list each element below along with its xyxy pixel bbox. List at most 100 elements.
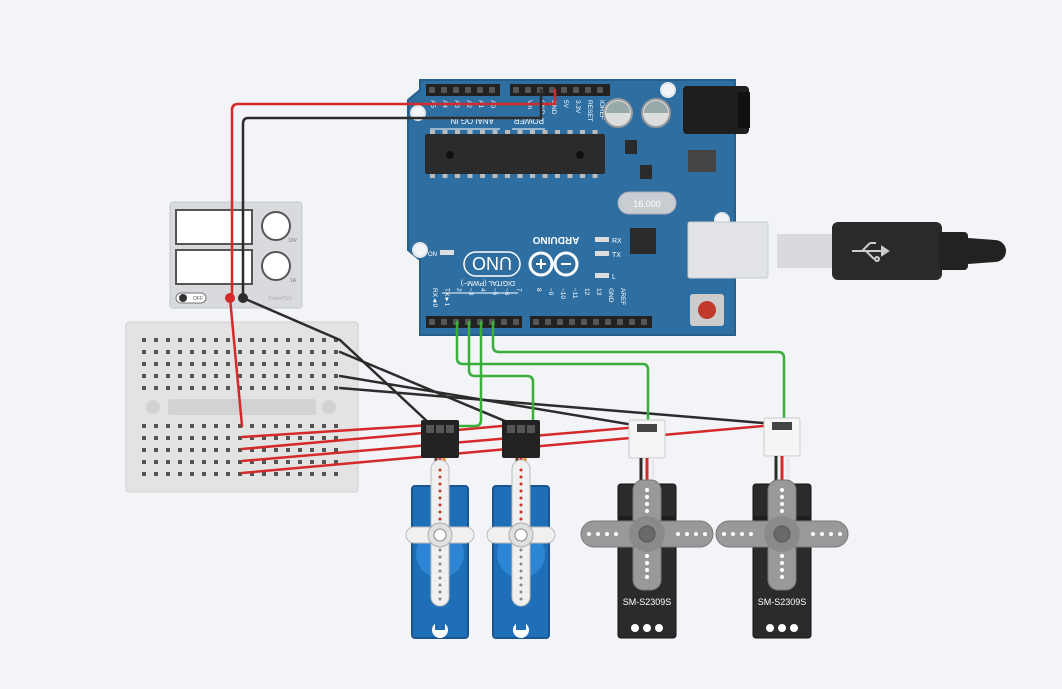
breadboard-hole[interactable] bbox=[226, 460, 230, 464]
breadboard-hole[interactable] bbox=[238, 436, 242, 440]
breadboard-hole[interactable] bbox=[250, 424, 254, 428]
breadboard-hole[interactable] bbox=[202, 386, 206, 390]
header-pin[interactable] bbox=[453, 87, 459, 93]
breadboard-hole[interactable] bbox=[178, 386, 182, 390]
breadboard-hole[interactable] bbox=[286, 386, 290, 390]
breadboard-hole[interactable] bbox=[262, 374, 266, 378]
breadboard-hole[interactable] bbox=[190, 448, 194, 452]
breadboard-hole[interactable] bbox=[190, 362, 194, 366]
breadboard-hole[interactable] bbox=[226, 362, 230, 366]
breadboard-hole[interactable] bbox=[142, 362, 146, 366]
header-pin[interactable] bbox=[429, 319, 435, 325]
breadboard-hole[interactable] bbox=[334, 436, 338, 440]
breadboard-hole[interactable] bbox=[334, 424, 338, 428]
breadboard-hole[interactable] bbox=[322, 374, 326, 378]
power-supply[interactable]: 10V 1A OFF TinkerPSU bbox=[169, 201, 303, 309]
breadboard-hole[interactable] bbox=[178, 424, 182, 428]
breadboard-hole[interactable] bbox=[274, 386, 278, 390]
servo-motor[interactable]: SM-S2309S bbox=[580, 419, 714, 639]
breadboard-hole[interactable] bbox=[238, 448, 242, 452]
breadboard-hole[interactable] bbox=[214, 386, 218, 390]
breadboard-hole[interactable] bbox=[238, 472, 242, 476]
breadboard-hole[interactable] bbox=[166, 472, 170, 476]
supply-negative-terminal[interactable] bbox=[238, 293, 248, 303]
breadboard-hole[interactable] bbox=[214, 362, 218, 366]
header-pin[interactable] bbox=[549, 87, 555, 93]
breadboard-hole[interactable] bbox=[214, 338, 218, 342]
breadboard-hole[interactable] bbox=[310, 374, 314, 378]
header-pin[interactable] bbox=[513, 319, 519, 325]
breadboard-hole[interactable] bbox=[310, 338, 314, 342]
breadboard-hole[interactable] bbox=[310, 460, 314, 464]
header-pin[interactable] bbox=[581, 319, 587, 325]
breadboard-hole[interactable] bbox=[166, 374, 170, 378]
breadboard-hole[interactable] bbox=[262, 424, 266, 428]
breadboard-hole[interactable] bbox=[142, 472, 146, 476]
breadboard-hole[interactable] bbox=[190, 350, 194, 354]
header-pin[interactable] bbox=[605, 319, 611, 325]
breadboard-hole[interactable] bbox=[262, 386, 266, 390]
servo2-signal-wire[interactable] bbox=[467, 320, 535, 426]
breadboard-hole[interactable] bbox=[298, 386, 302, 390]
breadboard-hole[interactable] bbox=[214, 374, 218, 378]
header-pin[interactable] bbox=[429, 87, 435, 93]
header-pin[interactable] bbox=[545, 319, 551, 325]
breadboard-hole[interactable] bbox=[166, 436, 170, 440]
breadboard-hole[interactable] bbox=[286, 472, 290, 476]
header-pin[interactable] bbox=[597, 87, 603, 93]
header-pin[interactable] bbox=[593, 319, 599, 325]
breadboard-hole[interactable] bbox=[154, 350, 158, 354]
breadboard-hole[interactable] bbox=[286, 460, 290, 464]
breadboard-hole[interactable] bbox=[166, 460, 170, 464]
header-pin[interactable] bbox=[441, 87, 447, 93]
breadboard-hole[interactable] bbox=[214, 350, 218, 354]
breadboard-hole[interactable] bbox=[310, 386, 314, 390]
breadboard-hole[interactable] bbox=[166, 362, 170, 366]
breadboard-hole[interactable] bbox=[286, 338, 290, 342]
breadboard-hole[interactable] bbox=[262, 362, 266, 366]
breadboard-hole[interactable] bbox=[310, 350, 314, 354]
breadboard-hole[interactable] bbox=[202, 436, 206, 440]
breadboard-hole[interactable] bbox=[214, 460, 218, 464]
breadboard-hole[interactable] bbox=[286, 350, 290, 354]
breadboard-hole[interactable] bbox=[190, 472, 194, 476]
header-pin[interactable] bbox=[489, 87, 495, 93]
header-pin[interactable] bbox=[557, 319, 563, 325]
breadboard-hole[interactable] bbox=[214, 436, 218, 440]
breadboard-hole[interactable] bbox=[310, 472, 314, 476]
breadboard-hole[interactable] bbox=[178, 448, 182, 452]
servo-motor[interactable] bbox=[486, 420, 556, 639]
header-pin[interactable] bbox=[525, 87, 531, 93]
digital-header-low[interactable] bbox=[426, 316, 522, 328]
header-pin[interactable] bbox=[513, 87, 519, 93]
breadboard-hole[interactable] bbox=[334, 350, 338, 354]
header-pin[interactable] bbox=[465, 87, 471, 93]
breadboard-hole[interactable] bbox=[238, 424, 242, 428]
breadboard-hole[interactable] bbox=[166, 448, 170, 452]
breadboard-hole[interactable] bbox=[202, 424, 206, 428]
ground-wire[interactable] bbox=[241, 88, 543, 300]
breadboard-hole[interactable] bbox=[286, 362, 290, 366]
breadboard-hole[interactable] bbox=[190, 386, 194, 390]
breadboard-hole[interactable] bbox=[310, 362, 314, 366]
breadboard-hole[interactable] bbox=[322, 386, 326, 390]
breadboard-hole[interactable] bbox=[262, 338, 266, 342]
breadboard-hole[interactable] bbox=[298, 448, 302, 452]
breadboard-hole[interactable] bbox=[298, 374, 302, 378]
servo2-power-wire[interactable] bbox=[240, 422, 527, 451]
breadboard-hole[interactable] bbox=[226, 338, 230, 342]
voltage-knob[interactable] bbox=[261, 211, 291, 241]
breadboard-hole[interactable] bbox=[190, 338, 194, 342]
breadboard[interactable] bbox=[125, 321, 359, 493]
header-pin[interactable] bbox=[629, 319, 635, 325]
breadboard-hole[interactable] bbox=[250, 436, 254, 440]
breadboard-hole[interactable] bbox=[178, 436, 182, 440]
breadboard-hole[interactable] bbox=[202, 338, 206, 342]
servo1-ground-wire[interactable] bbox=[338, 338, 432, 426]
breadboard-hole[interactable] bbox=[310, 424, 314, 428]
breadboard-hole[interactable] bbox=[334, 338, 338, 342]
breadboard-hole[interactable] bbox=[142, 374, 146, 378]
breadboard-hole[interactable] bbox=[274, 338, 278, 342]
breadboard-hole[interactable] bbox=[226, 350, 230, 354]
